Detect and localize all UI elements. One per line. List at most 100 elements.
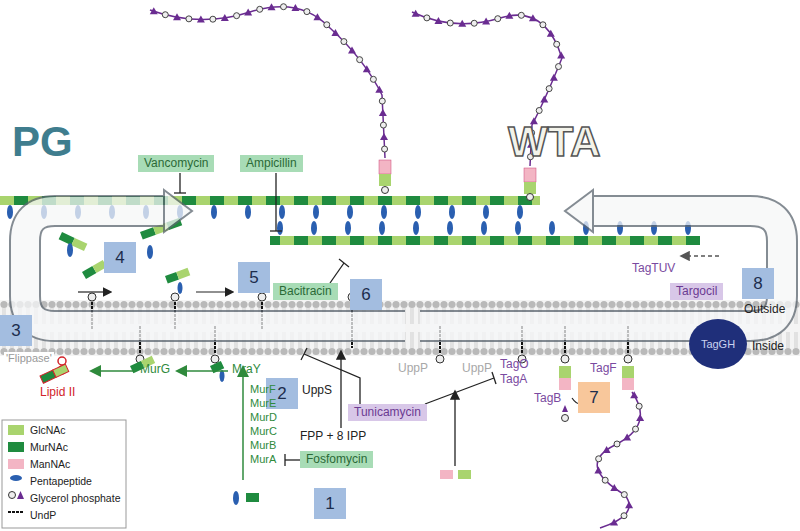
phosphate [234, 13, 240, 19]
phosphate [556, 64, 562, 70]
enzyme-name: MurE [250, 397, 276, 410]
enzyme-name: MraY [232, 363, 261, 377]
legend-text: Glycerol phosphate [30, 492, 120, 505]
legend-text: MurNAc [30, 441, 68, 454]
pentapeptide [415, 205, 421, 219]
pentapeptide [381, 205, 387, 219]
pentapeptide [311, 221, 317, 235]
phosphate [621, 513, 627, 519]
molecule-name: Lipid II [40, 386, 75, 400]
wta-unit [603, 446, 611, 453]
pentapeptide [345, 221, 351, 235]
enzyme-name: TagTUV [630, 262, 677, 276]
wta-unit [529, 14, 537, 21]
node-text: 2 [277, 384, 286, 404]
wta-unit [244, 9, 252, 16]
phosphate [614, 441, 620, 447]
antibiotic-box: Vancomycin [138, 155, 214, 172]
wta-unit [610, 518, 618, 525]
phosphate [324, 22, 330, 28]
wta-unit [547, 30, 555, 37]
transporter-shape [689, 319, 747, 369]
phosphate [162, 12, 168, 18]
phosphate [621, 492, 627, 498]
callout-number: 4 [104, 242, 136, 273]
wta-unit [197, 16, 205, 23]
wta-unit [625, 501, 633, 508]
legend-swatch [8, 442, 24, 452]
legend-text: ManNAc [30, 458, 70, 471]
antibiotic-box: Bacitracin [273, 283, 338, 300]
node-text: 3 [11, 321, 20, 341]
enzyme-name: MurC [250, 425, 277, 438]
callout-number: 7 [578, 382, 610, 413]
legend-text: Pentapeptide [30, 475, 92, 488]
wta-unit [412, 10, 420, 17]
phosphate [596, 456, 602, 462]
pentapeptide [413, 221, 419, 235]
phosphate [382, 146, 388, 152]
phosphate [210, 16, 216, 22]
wta-unit [221, 14, 229, 21]
phosphate [447, 20, 453, 26]
wta-unit [313, 13, 321, 20]
phosphate [370, 76, 376, 82]
enzyme-name: TagA [500, 373, 527, 387]
wta-unit [150, 7, 158, 14]
pentapeptide [483, 205, 489, 219]
phosphate [554, 41, 560, 47]
wta-unit [610, 484, 618, 491]
phosphate [495, 16, 501, 22]
node-text: Tunicamycin [354, 405, 421, 419]
wta-unit [636, 414, 644, 421]
enzyme-name: UppP [398, 362, 428, 376]
pentapeptide [279, 205, 285, 219]
phosphate [471, 20, 477, 26]
phosphate [636, 403, 642, 409]
phosphate [518, 12, 524, 18]
antibiotic-box: Fosfomycin [300, 451, 373, 468]
node-text: 8 [753, 274, 762, 294]
phosphate [633, 426, 639, 432]
pentapeptide [347, 205, 353, 219]
wta-unit [331, 29, 339, 36]
enzyme-name: MurF [250, 383, 276, 396]
phosphate [536, 107, 542, 113]
phosphate [424, 15, 430, 21]
wta-unit [434, 17, 442, 24]
enzyme-name: MurG [140, 363, 170, 377]
pentapeptide [313, 205, 319, 219]
transporter-ellipse: TagGH [688, 318, 748, 370]
phosphate [186, 16, 192, 22]
pentapeptide [517, 205, 523, 219]
wta-unit [268, 3, 276, 10]
wta-unit [482, 18, 490, 25]
enzyme-name: MurA [250, 453, 276, 466]
node-text: 5 [249, 268, 258, 288]
phosphate [304, 9, 310, 15]
phosphate [380, 122, 386, 128]
phosphate [257, 6, 263, 12]
section-title: PG [12, 118, 73, 166]
wta-unit [380, 133, 388, 140]
wta-unit [557, 51, 565, 58]
enzyme-name: UppS [302, 384, 332, 398]
wta-unit [630, 391, 638, 398]
phosphate [546, 86, 552, 92]
side-label: Outside [744, 303, 785, 317]
wta-unit [550, 74, 558, 81]
node-text: 7 [589, 388, 598, 408]
pentapeptide [245, 205, 251, 219]
enzyme-name: TagB [534, 392, 561, 406]
node-text: 6 [361, 285, 370, 305]
node-text: Bacitracin [279, 284, 332, 298]
node-text: Targocil [676, 284, 717, 298]
node-text: Vancomycin [144, 156, 208, 170]
part-name: 'Flippase' [4, 352, 54, 365]
pentapeptide [277, 221, 283, 235]
wta-unit [291, 4, 299, 11]
pentapeptide [211, 205, 217, 219]
pentapeptide [549, 221, 555, 235]
wta-unit [363, 65, 371, 72]
wta-unit [594, 466, 602, 473]
